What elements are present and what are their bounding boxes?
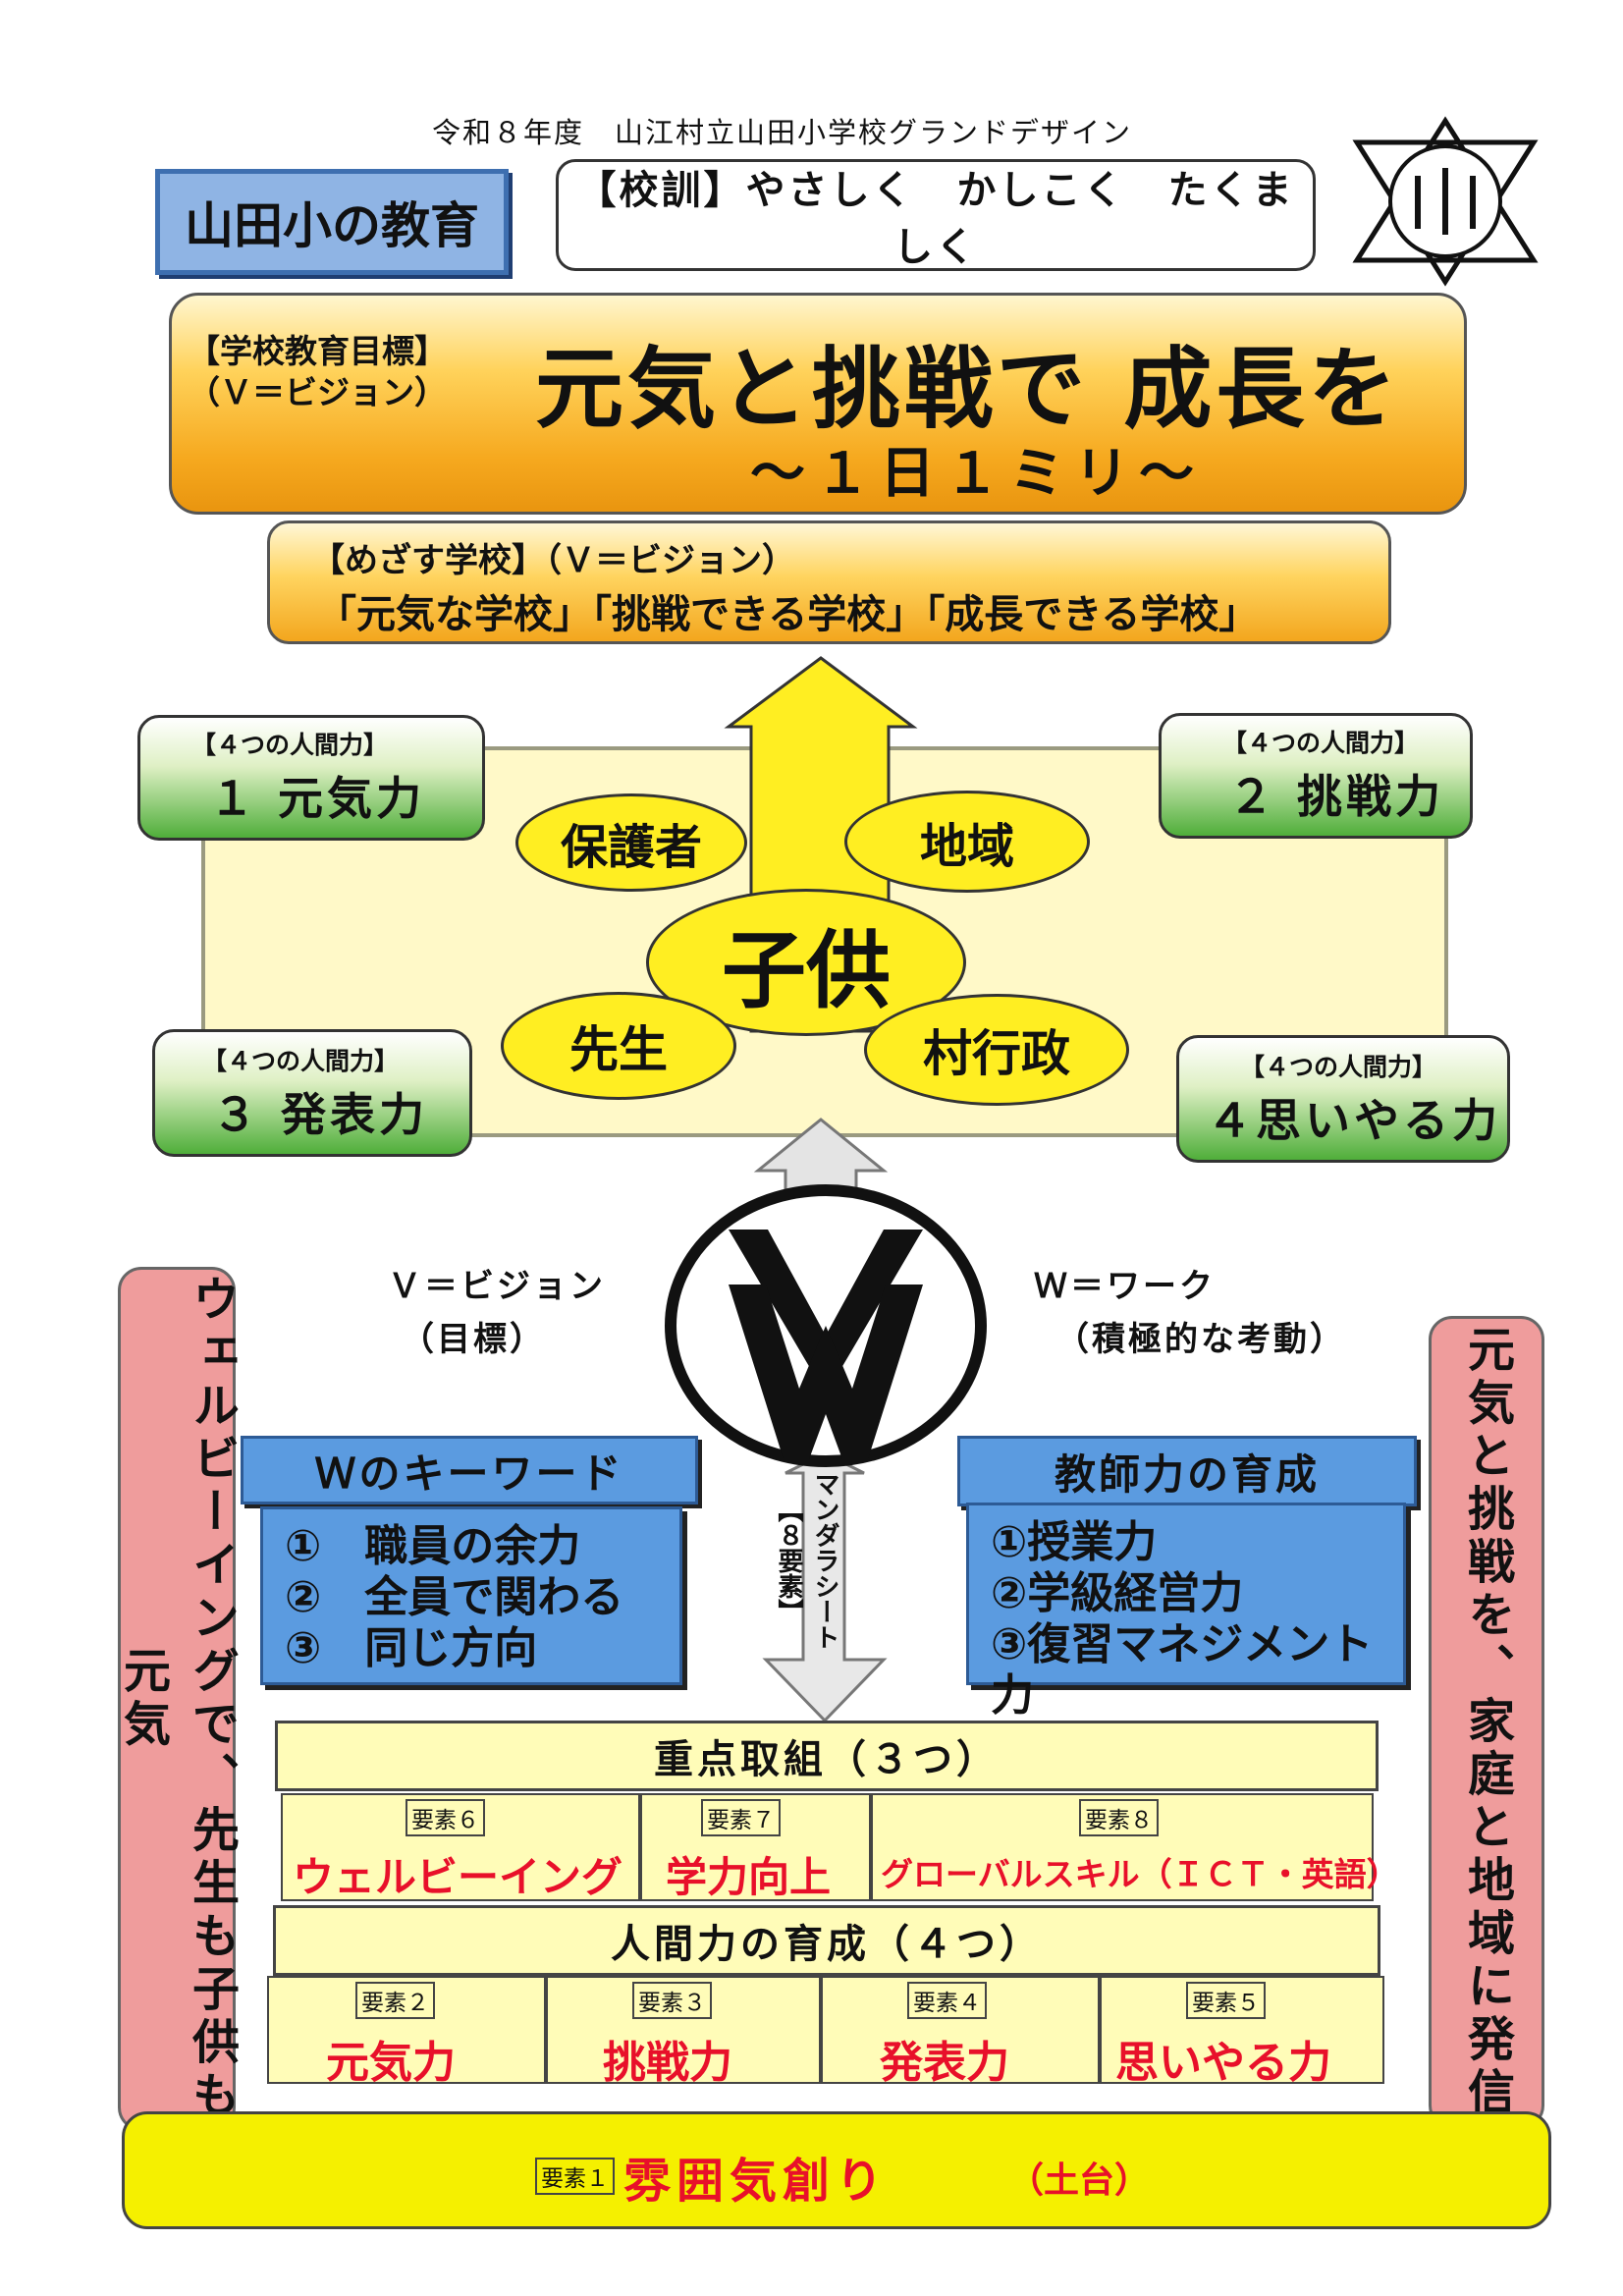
skill-box-chosen: 【４つの人間力】 ２ 挑戦力 [1159, 713, 1473, 839]
skill-tag: 【４つの人間力】 [191, 731, 389, 759]
human-label: 発表力 [880, 2038, 1009, 2088]
w-keyword-title: Ｗのキーワード [241, 1436, 698, 1504]
element-tag: 要素７ [701, 1799, 781, 1836]
teacher-power-item: ③復習マネジメント力 [991, 1619, 1374, 1721]
goal-label-line2: （Ｖ＝ビジョン） [188, 373, 447, 411]
human-cell: 要素３ 挑戦力 [546, 1976, 821, 2088]
element-tag: 要素２ [355, 1982, 435, 2019]
priority-label: ウェルビーイング [293, 1853, 623, 1901]
teacher-power-title: 教師力の育成 [957, 1436, 1417, 1506]
foundation-note: （土台） [1008, 2160, 1151, 2201]
skill-name: ４思いやる力 [1207, 1094, 1501, 1147]
priority-cell: 要素７ 学力向上 [640, 1793, 871, 1901]
education-label: 山田小の教育 [155, 169, 509, 275]
human-cell: 要素４ 発表力 [821, 1976, 1100, 2088]
element-tag: 要素６ [406, 1799, 485, 1836]
teacher-oval: 先生 [501, 992, 736, 1100]
aim-text: 「元気な学校」「挑戦できる学校」「成長できる学校」 [317, 592, 1259, 637]
goal-label: 【学校教育目標】 （Ｖ＝ビジョン） [188, 331, 521, 413]
aim-title: 【めざす学校】（Ｖ＝ビジョン） [311, 541, 795, 580]
aim-school-box: 【めざす学校】（Ｖ＝ビジョン） 「元気な学校」「挑戦できる学校」「成長できる学校… [267, 520, 1391, 644]
human-cell: 要素５ 思いやる力 [1100, 1976, 1384, 2088]
teacher-power-list: ①授業力 ②学級経営力 ③復習マネジメント力 [966, 1503, 1406, 1721]
w-label: Ｗ＝ワーク [1034, 1267, 1216, 1306]
skill-name: １ 元気力 [209, 772, 426, 825]
priority-title: 重点取組（３つ） [275, 1721, 1379, 1791]
foundation-base: 要素１ 雰囲気創り （土台） [122, 2111, 1551, 2229]
teacher-power-item: ①授業力 [991, 1517, 1158, 1567]
human-label: 思いやる力 [1115, 2038, 1331, 2088]
goal-main-text: 元気と挑戦で 成長を [535, 338, 1401, 441]
region-oval: 地域 [844, 791, 1090, 893]
document-title: 令和８年度 山江村立山田小学校グランドデザイン [432, 116, 1133, 149]
element-tag: 要素５ [1186, 1982, 1266, 2019]
skill-name: ３ 発表力 [212, 1088, 429, 1141]
element-tag: 要素１ [535, 2158, 615, 2195]
keyword-item: ① 職員の余力 [285, 1521, 581, 1571]
priority-label: グローバルスキル（ＩＣＴ・英語） [881, 1855, 1399, 1893]
goal-label-line1: 【学校教育目標】 [188, 332, 447, 370]
w-keyword-list: ① 職員の余力 ② 全員で関わる ③ 同じ方向 [260, 1506, 682, 1685]
village-oval: 村行政 [864, 994, 1129, 1106]
left-wellbeing-pill: ウェルビーイングで、先生も子供も元気 [115, 1267, 239, 2131]
human-label: 挑戦力 [603, 2038, 732, 2088]
skill-tag: 【４つの人間力】 [1222, 729, 1420, 757]
skill-tag: 【４つの人間力】 [202, 1047, 400, 1075]
human-cell: 要素２ 元気力 [267, 1976, 546, 2088]
priority-cell: 要素８ グローバルスキル（ＩＣＴ・英語） [871, 1793, 1399, 1901]
keyword-item: ② 全員で関わる [285, 1572, 624, 1622]
school-goal-box: 【学校教育目標】 （Ｖ＝ビジョン） 元気と挑戦で 成長を 〜１日１ミリ〜 [169, 293, 1467, 515]
human-label: 元気力 [326, 2038, 456, 2088]
element-tag: 要素８ [1079, 1799, 1159, 1836]
skill-box-omoiyari: 【４つの人間力】 ４思いやる力 [1176, 1035, 1510, 1163]
v-label: Ｖ＝ビジョン [388, 1267, 606, 1306]
right-dispatch-pill: 元気と挑戦を、家庭と地域に発信 [1429, 1316, 1544, 2129]
w-sub: （積極的な考動） [1055, 1320, 1346, 1359]
v-sub: （目標） [401, 1320, 546, 1359]
school-emblem-icon [1352, 116, 1539, 287]
element-tag: 要素４ [907, 1982, 987, 2019]
priority-label: 学力向上 [666, 1853, 832, 1901]
skill-box-happyo: 【４つの人間力】 ３ 発表力 [152, 1029, 472, 1157]
keyword-item: ③ 同じ方向 [285, 1623, 538, 1673]
goal-sub-text: 〜１日１ミリ〜 [750, 442, 1204, 506]
vw-logo-icon [665, 1184, 987, 1467]
mandala-sheet-label: マンダラシート【８要素】 [774, 1471, 839, 1650]
priority-cell: 要素６ ウェルビーイング [281, 1793, 640, 1901]
skill-tag: 【４つの人間力】 [1240, 1053, 1437, 1081]
skill-name: ２ 挑戦力 [1228, 770, 1445, 823]
guardians-oval: 保護者 [515, 793, 747, 892]
element-tag: 要素３ [632, 1982, 712, 2019]
school-motto: 【校訓】やさしく かしこく たくましく [556, 159, 1316, 271]
teacher-power-item: ②学級経営力 [991, 1568, 1244, 1618]
skill-box-genki: 【４つの人間力】 １ 元気力 [137, 715, 485, 841]
foundation-label: 雰囲気創り [623, 2154, 890, 2209]
human-title: 人間力の育成（４つ） [273, 1905, 1380, 1976]
